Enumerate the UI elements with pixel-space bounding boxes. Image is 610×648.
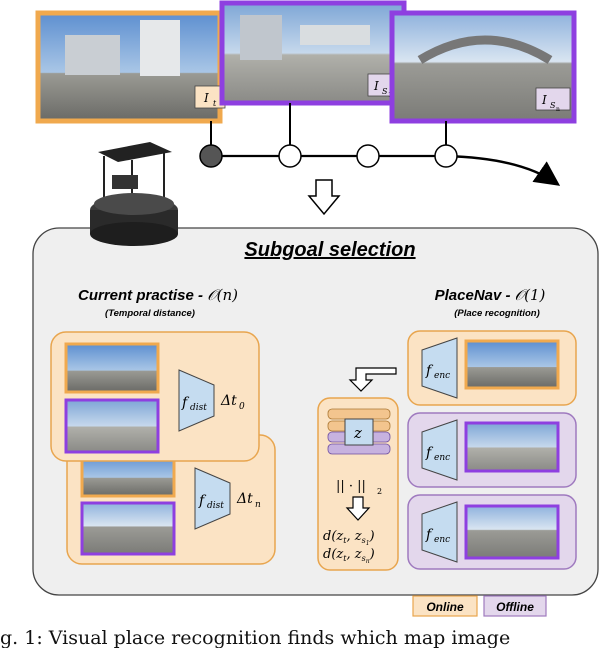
down-arrow-icon bbox=[307, 179, 341, 216]
distance-n: d(zt, zsn) bbox=[323, 547, 375, 565]
label-is1: I bbox=[373, 79, 379, 93]
panel-title: Subgoal selection bbox=[244, 239, 415, 261]
delta-top: Δt bbox=[220, 393, 237, 409]
svg-text:enc: enc bbox=[434, 371, 450, 381]
node-2 bbox=[356, 144, 380, 168]
robot-icon bbox=[90, 142, 178, 246]
svg-text:n: n bbox=[255, 500, 261, 510]
encoder-offline-n: f enc bbox=[407, 494, 577, 570]
left-title: Current practise - 𝒪(n) bbox=[78, 286, 238, 304]
legend: Online Offline bbox=[412, 595, 547, 617]
svg-text:0: 0 bbox=[239, 402, 245, 412]
svg-text:enc: enc bbox=[434, 535, 450, 545]
fdist-bottom: f bbox=[198, 493, 207, 509]
svg-text:dist: dist bbox=[207, 501, 224, 511]
image-subgoal-1: I S 1 bbox=[219, 0, 407, 106]
svg-text:enc: enc bbox=[434, 453, 450, 463]
right-title: PlaceNav - 𝒪(1) bbox=[435, 286, 546, 304]
svg-text:n: n bbox=[556, 106, 560, 113]
left-subtitle: (Temporal distance) bbox=[105, 308, 195, 319]
image-subgoal-n: I S n bbox=[389, 10, 577, 124]
distance-1: d(zt, zs1) bbox=[323, 529, 375, 547]
topological-graph bbox=[199, 103, 561, 186]
svg-text:f: f bbox=[425, 363, 434, 379]
right-subtitle: (Place recognition) bbox=[454, 308, 540, 319]
legend-offline: Offline bbox=[496, 600, 534, 614]
image-current-frame: I t bbox=[35, 10, 226, 124]
node-1 bbox=[278, 144, 302, 168]
node-current bbox=[199, 144, 223, 168]
norm-label: || · || bbox=[336, 479, 366, 494]
embedding-box: z || · || 2 d(zt, zs1) d(zt, zsn) bbox=[317, 397, 399, 571]
figure-caption: g. 1: Visual place recognition finds whi… bbox=[0, 628, 511, 648]
label-isn: I bbox=[541, 93, 547, 107]
svg-text:2: 2 bbox=[377, 487, 382, 496]
fdist-top: f bbox=[181, 395, 190, 411]
diagram: I t I S 1 I S n bbox=[32, 0, 599, 617]
svg-text:dist: dist bbox=[190, 403, 207, 413]
node-n bbox=[434, 144, 458, 168]
label-it: I bbox=[203, 91, 209, 105]
down-arrow-small-icon bbox=[345, 496, 371, 521]
left-card-bottom: f dist Δt n bbox=[66, 434, 276, 565]
encoder-offline-1: f enc bbox=[407, 412, 577, 488]
curved-arrow-icon bbox=[348, 367, 397, 392]
svg-text:f: f bbox=[425, 445, 434, 461]
svg-text:S: S bbox=[550, 101, 556, 110]
left-card-top: f dist Δt 0 bbox=[50, 331, 260, 462]
svg-text:f: f bbox=[425, 527, 434, 543]
svg-text:S: S bbox=[382, 87, 388, 96]
legend-online: Online bbox=[426, 600, 464, 614]
embedding-z: z bbox=[353, 424, 362, 442]
encoder-online: f enc bbox=[407, 330, 577, 406]
svg-text:t: t bbox=[213, 99, 217, 108]
delta-bottom: Δt bbox=[236, 491, 253, 507]
